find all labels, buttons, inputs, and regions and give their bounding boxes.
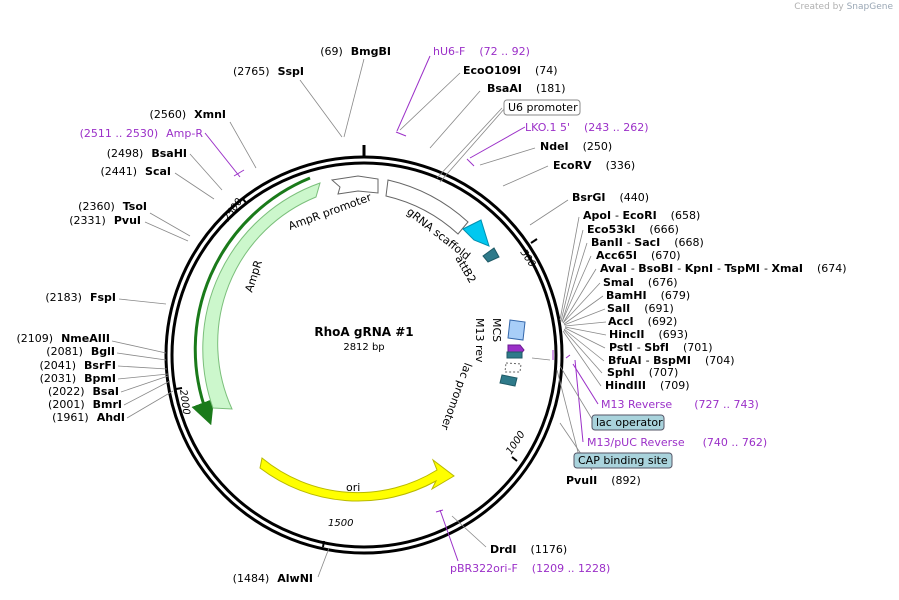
- ampr-promoter-arrow[interactable]: [330, 175, 379, 195]
- tick-1500: [322, 540, 325, 548]
- primer-hu6f[interactable]: hU6-F(72 .. 92): [433, 45, 530, 58]
- site-bmgbi[interactable]: (69)BmgBI: [320, 45, 391, 58]
- site-apoi-ecori[interactable]: ApoI- EcoRI(658): [583, 209, 700, 222]
- box-labels: U6 promoter lac operator CAP binding sit…: [503, 99, 673, 469]
- site-bpmi[interactable]: (2031)BpmI: [40, 372, 116, 385]
- tick-label-1000: 1000: [504, 429, 527, 456]
- tick-label-2500: 2500: [221, 197, 245, 224]
- site-xmni[interactable]: (2560)XmnI: [150, 108, 226, 121]
- site-smai[interactable]: SmaI(676): [603, 276, 678, 289]
- credit-brand: SnapGene: [846, 2, 893, 12]
- m13-rev-label: M13 rev: [473, 318, 486, 363]
- grna-scaffold-arrow[interactable]: [385, 179, 469, 235]
- attb2-label: attB2: [452, 253, 478, 285]
- ori-arrow[interactable]: [259, 457, 455, 502]
- primer-labels: hU6-F(72 .. 92) LKO.1 5'(243 .. 262) (25…: [80, 45, 768, 575]
- tick-2500: [242, 198, 248, 205]
- site-sphi[interactable]: SphI(707): [607, 366, 678, 379]
- primer-m13rev[interactable]: M13 Reverse(727 .. 743): [601, 398, 759, 411]
- primer-connectors: [204, 55, 599, 562]
- site-bgli[interactable]: (2081)BglI: [46, 345, 115, 358]
- site-bamhi[interactable]: BamHI(679): [606, 289, 690, 302]
- site-ahdi[interactable]: (1961)AhdI: [52, 411, 125, 424]
- cap-binding-marker[interactable]: [499, 374, 518, 387]
- ampr-arrow[interactable]: [202, 182, 321, 410]
- site-bsrfi[interactable]: (2041)BsrFI: [39, 359, 116, 372]
- plasmid-length: 2812 bp: [343, 342, 384, 353]
- site-bsrgi[interactable]: BsrGI(440): [572, 191, 649, 204]
- tick-1000: [511, 456, 518, 462]
- tick-500: [530, 238, 538, 244]
- left-site-labels: (69)BmgBI (2765)SspI (2560)XmnI (2498)Bs…: [17, 45, 392, 585]
- site-scai[interactable]: (2441)ScaI: [100, 165, 171, 178]
- lac-promoter-label: lac promoter: [438, 361, 474, 432]
- site-psti-sbfi[interactable]: PstI- SbfI(701): [609, 341, 713, 354]
- lac-operator-dashed[interactable]: [504, 362, 522, 373]
- site-bsai[interactable]: (2022)BsaI: [48, 385, 119, 398]
- box-connectors: [439, 107, 596, 461]
- primer-pbr322[interactable]: pBR322ori-F(1209 .. 1228): [450, 562, 610, 575]
- m13-rev-block[interactable]: [506, 351, 523, 359]
- ori-label: ori: [346, 481, 360, 494]
- u6-label: U6 promoter: [508, 101, 578, 114]
- backbone-inner: [170, 161, 558, 549]
- u6-box[interactable]: [503, 99, 581, 116]
- tick-label-2000: 2000: [177, 389, 191, 416]
- site-eco53ki[interactable]: Eco53kI(666): [587, 223, 679, 236]
- site-ndei[interactable]: NdeI(250): [540, 140, 612, 153]
- site-sali[interactable]: SalI(691): [607, 302, 674, 315]
- site-pvui[interactable]: (2331)PvuI: [69, 214, 141, 227]
- primer-ampr[interactable]: (2511 .. 2530)Amp-R: [80, 127, 204, 140]
- site-acc65i[interactable]: Acc65I(670): [596, 249, 681, 262]
- site-ecorv[interactable]: EcoRV(336): [553, 159, 635, 172]
- site-tsoi[interactable]: (2360)TsoI: [78, 200, 147, 213]
- credit-prefix: Created by: [794, 2, 844, 12]
- snapgene-credit: Created by SnapGene: [794, 2, 893, 12]
- site-acci[interactable]: AccI(692): [608, 315, 677, 328]
- grna-cyan-arrow[interactable]: [462, 219, 490, 247]
- site-banii-saci[interactable]: BanII- SacI(668): [591, 236, 704, 249]
- lac-operator-box[interactable]: [591, 414, 665, 431]
- left-connectors: [111, 58, 365, 578]
- site-alwni[interactable]: (1484)AlwNI: [233, 572, 313, 585]
- mcs-block[interactable]: [507, 319, 526, 341]
- site-pvuii[interactable]: PvuII(892): [566, 474, 641, 487]
- ampr-label: AmpR: [242, 258, 265, 294]
- site-bfuai-bspmi[interactable]: BfuAI- BspMI(704): [608, 354, 735, 367]
- ampr-primer-track: [191, 176, 311, 426]
- primer-lko[interactable]: LKO.1 5'(243 .. 262): [525, 121, 649, 134]
- plasmid-name: RhoA gRNA #1: [314, 325, 413, 339]
- site-bsahi[interactable]: (2498)BsaHI: [107, 147, 187, 160]
- site-avai-group[interactable]: AvaI- BsoBI- KpnI- TspMI- XmaI(674): [600, 262, 847, 275]
- mcs-label: MCS: [490, 318, 503, 342]
- site-bsaai[interactable]: BsaAI(181): [487, 82, 566, 95]
- site-hincii[interactable]: HincII(693): [609, 328, 688, 341]
- site-bmri[interactable]: (2001)BmrI: [48, 398, 122, 411]
- right-site-labels: EcoO109I(74) BsaAI(181) NdeI(250) EcoRV(…: [463, 64, 847, 556]
- lac-operator-label: lac operator: [596, 416, 663, 429]
- site-nmeaiii[interactable]: (2109)NmeAIII: [17, 332, 111, 345]
- attb2-marker[interactable]: [482, 247, 500, 263]
- primer-m13puc[interactable]: M13/pUC Reverse(740 .. 762): [587, 436, 767, 449]
- cap-box[interactable]: [573, 452, 673, 469]
- tick-label-1500: 1500: [328, 518, 353, 529]
- site-hindiii[interactable]: HindIII(709): [605, 379, 690, 392]
- right-connectors: [399, 72, 607, 548]
- site-ecoo109i[interactable]: EcoO109I(74): [463, 64, 558, 77]
- cap-label: CAP binding site: [578, 454, 668, 467]
- site-drdi[interactable]: DrdI(1176): [490, 543, 567, 556]
- site-sspi[interactable]: (2765)SspI: [233, 65, 304, 78]
- site-fspi[interactable]: (2183)FspI: [45, 291, 116, 304]
- tick-2000: [175, 387, 183, 390]
